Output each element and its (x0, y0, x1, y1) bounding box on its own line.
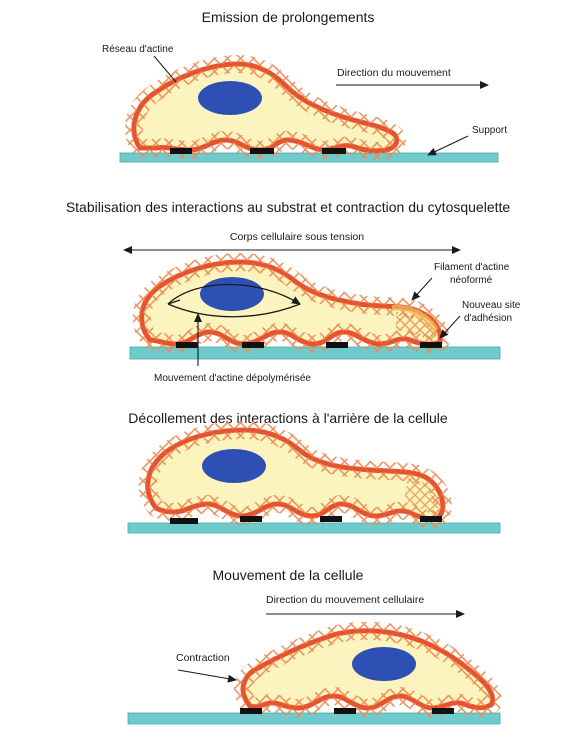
panel-decollement: Décollement des interactions à l'arrière… (128, 410, 500, 533)
adhesion-site (326, 342, 348, 348)
label-new-site: Nouveau site (462, 300, 521, 311)
contraction-arrow (178, 670, 236, 680)
cell (142, 262, 441, 344)
adhesion-site (242, 342, 264, 348)
label-contraction: Contraction (176, 652, 230, 664)
panel-stabilisation: Stabilisation des interactions au substr… (66, 199, 521, 384)
label-new-site-2: d'adhésion (464, 313, 512, 324)
label-depolymerized: Mouvement d'actine dépolymérisée (154, 373, 311, 384)
adhesion-site (170, 148, 192, 154)
adhesion-site (176, 342, 198, 348)
panel-title: Décollement des interactions à l'arrière… (128, 410, 448, 426)
adhesion-site (240, 708, 262, 714)
nucleus (200, 277, 264, 311)
panel-title: Mouvement de la cellule (213, 567, 364, 583)
cell (148, 430, 443, 519)
adhesion-site (334, 708, 356, 714)
new-filament-pointer (412, 278, 432, 300)
label-tension: Corps cellulaire sous tension (230, 231, 364, 243)
label-direction: Direction du mouvement cellulaire (266, 594, 424, 606)
panel-emission: Emission de prolongements Réseau d'actin… (102, 9, 507, 162)
support-pointer (428, 136, 468, 155)
adhesion-site (420, 516, 442, 522)
label-new-filament: Filament d'actine (434, 262, 510, 273)
adhesion-site (250, 148, 274, 154)
cell (243, 631, 493, 708)
new-adhesion-site (420, 342, 442, 348)
label-new-filament-2: néoformé (450, 275, 493, 286)
adhesion-site (320, 516, 342, 522)
detached-adhesion-site (170, 518, 198, 524)
panel-title: Stabilisation des interactions au substr… (66, 199, 511, 215)
adhesion-site (240, 516, 262, 522)
nucleus (198, 81, 262, 115)
nucleus (202, 449, 266, 483)
label-direction: Direction du mouvement (337, 67, 451, 79)
nucleus (352, 647, 416, 681)
panel-mouvement: Mouvement de la cellule Direction du mou… (128, 567, 500, 724)
adhesion-site (432, 708, 454, 714)
label-actin-network: Réseau d'actine (102, 44, 174, 55)
adhesion-site (322, 148, 346, 154)
panel-title: Emission de prolongements (202, 9, 375, 25)
label-support: Support (472, 125, 507, 136)
